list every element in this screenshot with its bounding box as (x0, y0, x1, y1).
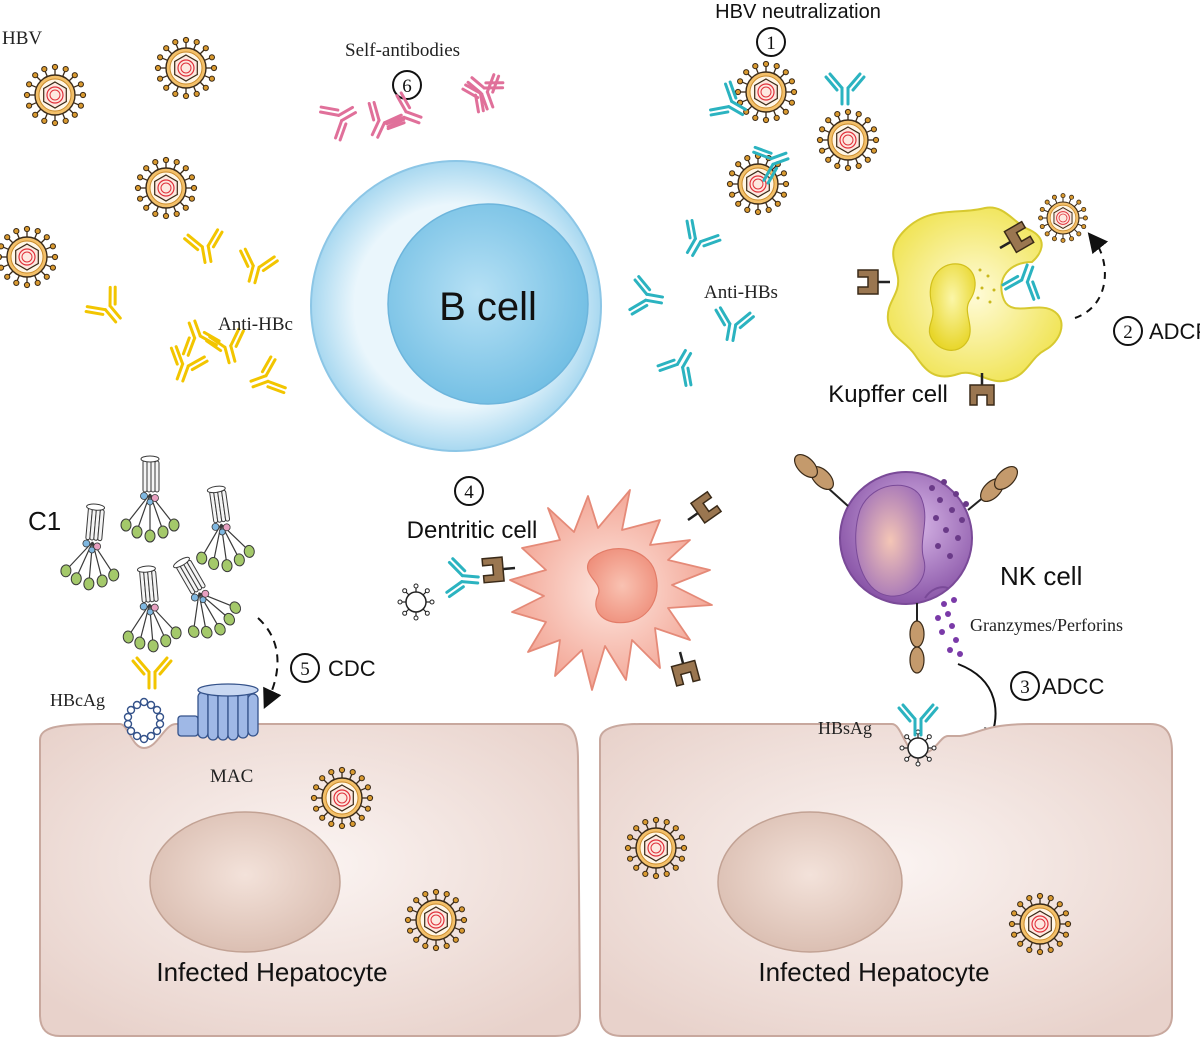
b-cell-label: B cell (439, 285, 537, 329)
step-6-number: 6 (402, 76, 412, 97)
y-shaped-antibody-icon (172, 314, 222, 359)
step-5-badge (290, 653, 320, 683)
hbv-virion-icon (134, 156, 198, 220)
y-shaped-antibody-icon (444, 556, 482, 601)
hbv-subviral-particle-icon (397, 583, 435, 621)
cdc-arrow (257, 617, 282, 710)
hbcag-capsid-icon (123, 697, 165, 744)
step-1-number: 1 (766, 33, 776, 54)
y-shaped-antibody-icon (82, 283, 135, 334)
hbcag-label: HBcAg (50, 690, 105, 710)
y-shaped-antibody-icon (317, 92, 365, 143)
hbv-label: HBV (2, 28, 42, 49)
hbv-virion-icon (404, 888, 468, 952)
adcc-label: ADCC (1042, 674, 1104, 699)
y-shaped-antibody-icon (709, 305, 756, 345)
infected-hepatocyte-left: Infected Hepatocyte (39, 723, 582, 1037)
hbv-virion-icon (816, 108, 880, 172)
anti-hbs-label: Anti-HBs (704, 282, 778, 303)
y-shaped-antibody-icon (672, 217, 723, 265)
y-shaped-antibody-icon (232, 246, 280, 289)
step-5-number: 5 (300, 659, 310, 680)
granzymes-perforins-particles (935, 597, 963, 657)
nk-cell-label: NK cell (1000, 561, 1082, 591)
c1-complexes (58, 455, 258, 655)
hbv-virion-icon (23, 63, 87, 127)
anti-hbc-bound (131, 656, 173, 690)
membrane-attack-complex-icon (177, 683, 259, 741)
infected-hepatocyte-left-label: Infected Hepatocyte (156, 957, 387, 987)
infected-hepatocyte-right: Infected Hepatocyte (599, 723, 1173, 1037)
hbv-virion-icon (154, 36, 218, 100)
y-shaped-antibody-icon (824, 72, 866, 106)
granzymes-perforins-label: Granzymes/Perforins (970, 615, 1123, 635)
step-2-number: 2 (1123, 322, 1133, 343)
c1-complex-icon (58, 501, 126, 593)
kupffer-cell: Kupffer cell (828, 206, 1063, 408)
nk-cell (839, 471, 973, 605)
nk-receptors (793, 453, 1019, 674)
b-cell: B cell (310, 160, 602, 452)
hbv-subviral-particle-icon (899, 729, 937, 767)
step-3-badge (1010, 671, 1040, 701)
step-3-number: 3 (1020, 677, 1030, 698)
y-shaped-antibody-icon (460, 71, 510, 116)
hbv-virion-icon (1037, 192, 1089, 244)
hbv-neutralization-label: HBV neutralization (715, 1, 881, 23)
cdc-label: CDC (328, 656, 376, 681)
anti-hbs-bound-dendritic (444, 556, 482, 601)
y-shaped-antibody-icon (383, 90, 428, 140)
dendritic-cell (509, 489, 713, 691)
infected-hepatocyte-right-label: Infected Hepatocyte (758, 957, 989, 987)
y-shaped-antibody-icon (131, 656, 173, 690)
step-4-number: 4 (464, 482, 474, 503)
mac-label: MAC (210, 766, 253, 787)
step-2-badge (1113, 316, 1143, 346)
self-antibodies-label: Self-antibodies (345, 40, 460, 61)
hbv-virion-icon (0, 225, 59, 289)
step-4-badge (454, 476, 484, 506)
y-shaped-antibody-icon (182, 227, 229, 267)
dendritic-cell-label: Dentritic cell (407, 517, 538, 544)
c1-complex-icon (120, 455, 180, 543)
c1-complex-icon (116, 563, 184, 655)
kupffer-cell-label: Kupffer cell (828, 381, 948, 408)
c1-label: C1 (28, 506, 61, 536)
anti-hbc-label: Anti-HBc (218, 314, 293, 335)
adcp-arrow (1074, 232, 1109, 319)
c1-complex-icon (186, 481, 258, 577)
y-shaped-antibody-icon (244, 354, 289, 404)
hbsag-label: HBsAg (818, 718, 872, 738)
hbv-virion-icon (624, 816, 688, 880)
adcp-label: ADCP (1149, 319, 1200, 344)
step-1-badge (756, 27, 786, 57)
hbv-virion-icon (734, 60, 798, 124)
y-shaped-antibody-icon (356, 99, 407, 146)
hbv-virion-icon (1008, 892, 1072, 956)
anti-hbs-antibodies (627, 217, 756, 389)
y-shaped-antibody-icon (655, 341, 706, 389)
hbv-virion-icon (310, 766, 374, 830)
y-shaped-antibody-icon (627, 274, 667, 321)
